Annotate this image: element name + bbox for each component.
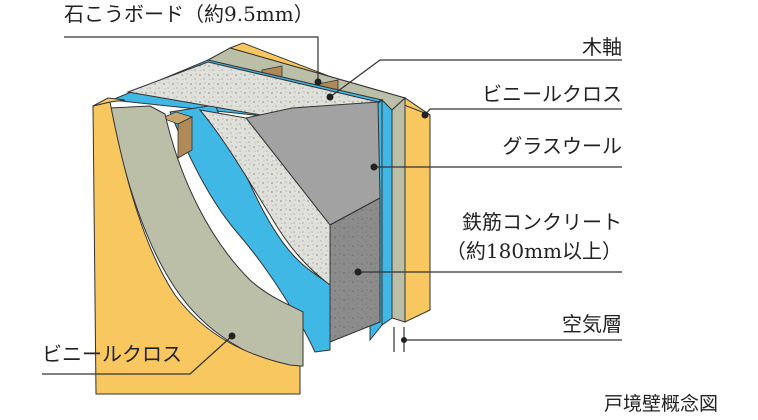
label-air-layer: 空気層 (562, 312, 622, 336)
front-vinyl-top-edge (92, 97, 126, 107)
label-vinyl-cloth-right: ビニールクロス (482, 82, 622, 106)
leader-gypsum-board (64, 36, 319, 80)
dot-air-layer (401, 337, 407, 343)
back-vinyl-side (404, 97, 431, 323)
dot-gypsum-board (314, 78, 322, 86)
label-glass-wool: グラスウール (502, 134, 622, 158)
air-layer-back (381, 98, 393, 326)
leader-dots (228, 78, 429, 343)
front-vinyl-cloth-layer (92, 97, 301, 395)
front-wood-frame (160, 111, 194, 159)
dot-concrete (354, 268, 362, 276)
leader-wood-frame (329, 59, 622, 98)
reinforced-concrete-layer (126, 61, 381, 343)
leader-vinyl-cloth-right (424, 108, 622, 116)
concrete-top-speckle (128, 62, 378, 120)
label-wood-frame: 木軸 (582, 35, 622, 59)
dot-vinyl-cloth-left (228, 332, 236, 340)
back-gypsum-side (391, 96, 406, 323)
dot-vinyl-cloth-right (421, 111, 429, 119)
concrete-face-speckle (330, 198, 380, 342)
leader-lines (42, 36, 622, 375)
diagram-caption: 戸境壁概念図 (603, 393, 718, 415)
label-concrete-line1: 鉄筋コンクリート (462, 210, 622, 234)
glass-wool-front (169, 104, 331, 353)
label-gypsum-board: 石こうボード（約9.5mm） (64, 2, 314, 26)
concrete-cut-speckle (200, 110, 330, 285)
front-wood-face (177, 116, 193, 159)
front-vinyl-panel (92, 101, 301, 395)
leader-vinyl-cloth-left (42, 335, 233, 375)
dot-wood-frame (326, 93, 334, 101)
label-concrete-line2: （約180mm以上） (445, 239, 622, 263)
dot-glass-wool (370, 163, 378, 171)
back-glass-wool-strip (381, 98, 393, 326)
label-vinyl-cloth-left: ビニールクロス (42, 342, 182, 366)
